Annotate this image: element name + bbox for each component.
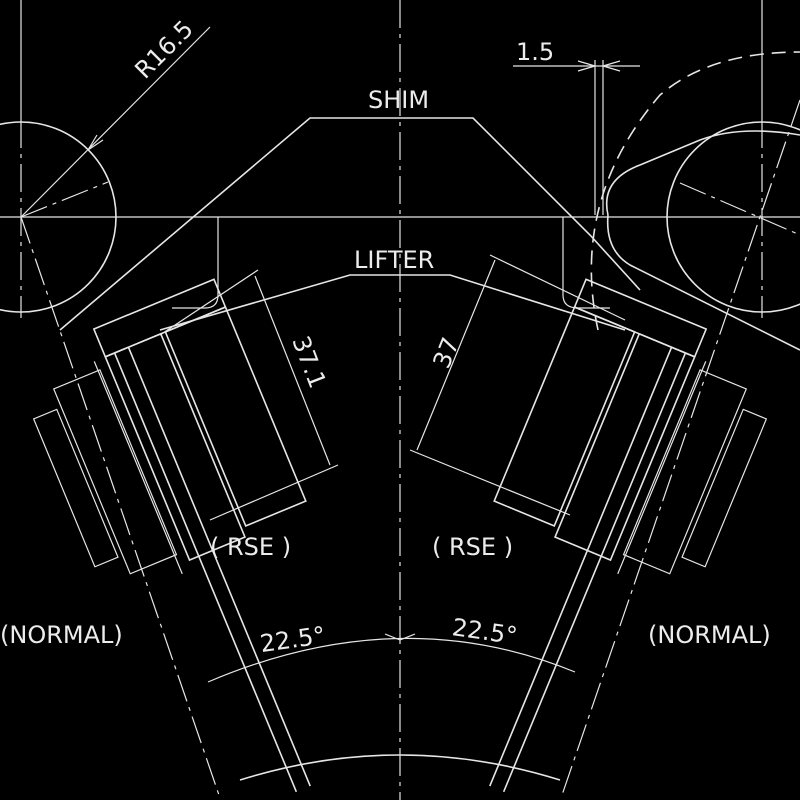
right-valve-assembly — [489, 278, 768, 793]
rse-left-label: ( RSE ) — [210, 533, 291, 561]
lifter-label: LIFTER — [354, 246, 434, 274]
angle-left-label: 22.5° — [258, 621, 327, 658]
right-cam — [590, 51, 800, 351]
right-length-label: 37 — [428, 333, 465, 372]
normal-left-label: (NORMAL) — [0, 621, 123, 649]
left-valve-assembly — [32, 278, 311, 793]
clearance-label: 1.5 — [516, 38, 554, 66]
angle-right-label: 22.5° — [450, 613, 519, 650]
normal-right-label: (NORMAL) — [648, 621, 771, 649]
radius-dimension: R16.5 — [20, 15, 211, 218]
left-length-label: 37.1 — [286, 332, 331, 392]
shim-label: SHIM — [368, 86, 429, 114]
right-length-dimension: 37 — [409, 254, 626, 516]
shim: SHIM — [59, 86, 641, 331]
clearance-dimension: 1.5 — [513, 38, 640, 215]
left-cam — [0, 121, 117, 313]
rse-right-label: ( RSE ) — [432, 533, 513, 561]
lifter: LIFTER — [159, 217, 626, 331]
angle-dimension: 22.5° 22.5° — [207, 613, 576, 781]
